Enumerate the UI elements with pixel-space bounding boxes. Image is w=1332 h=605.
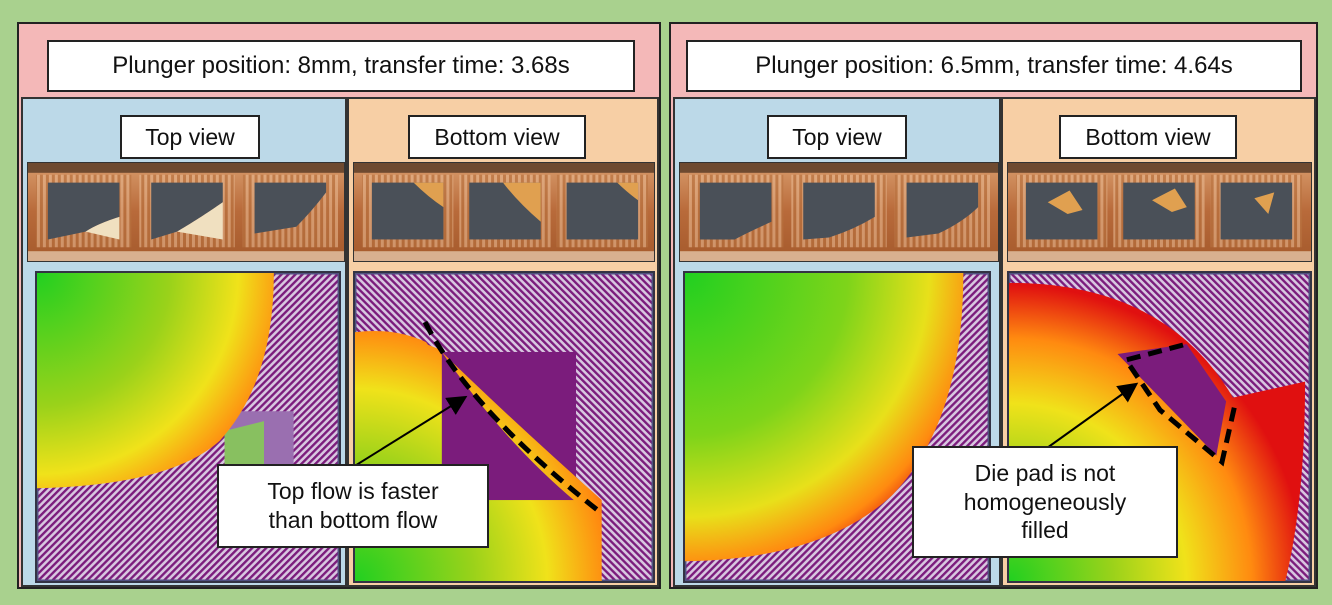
top-view-section: Top view	[21, 97, 347, 587]
top-view-section: Top view	[673, 97, 1001, 587]
top-view-label: Top view	[120, 115, 260, 159]
bottom-view-photo	[353, 162, 655, 262]
callout-die-pad: Die pad is not homogeneously filled	[912, 446, 1178, 558]
top-view-photo	[679, 162, 999, 262]
panel-header: Plunger position: 6.5mm, transfer time: …	[686, 40, 1302, 92]
panel-header: Plunger position: 8mm, transfer time: 3.…	[47, 40, 635, 92]
top-view-photo	[27, 162, 345, 262]
panel-8mm: Plunger position: 8mm, transfer time: 3.…	[17, 22, 661, 589]
bottom-view-label: Bottom view	[408, 115, 586, 159]
callout-top-flow: Top flow is faster than bottom flow	[217, 464, 489, 548]
bottom-view-photo	[1007, 162, 1312, 262]
top-view-label: Top view	[767, 115, 907, 159]
bottom-view-label: Bottom view	[1059, 115, 1237, 159]
